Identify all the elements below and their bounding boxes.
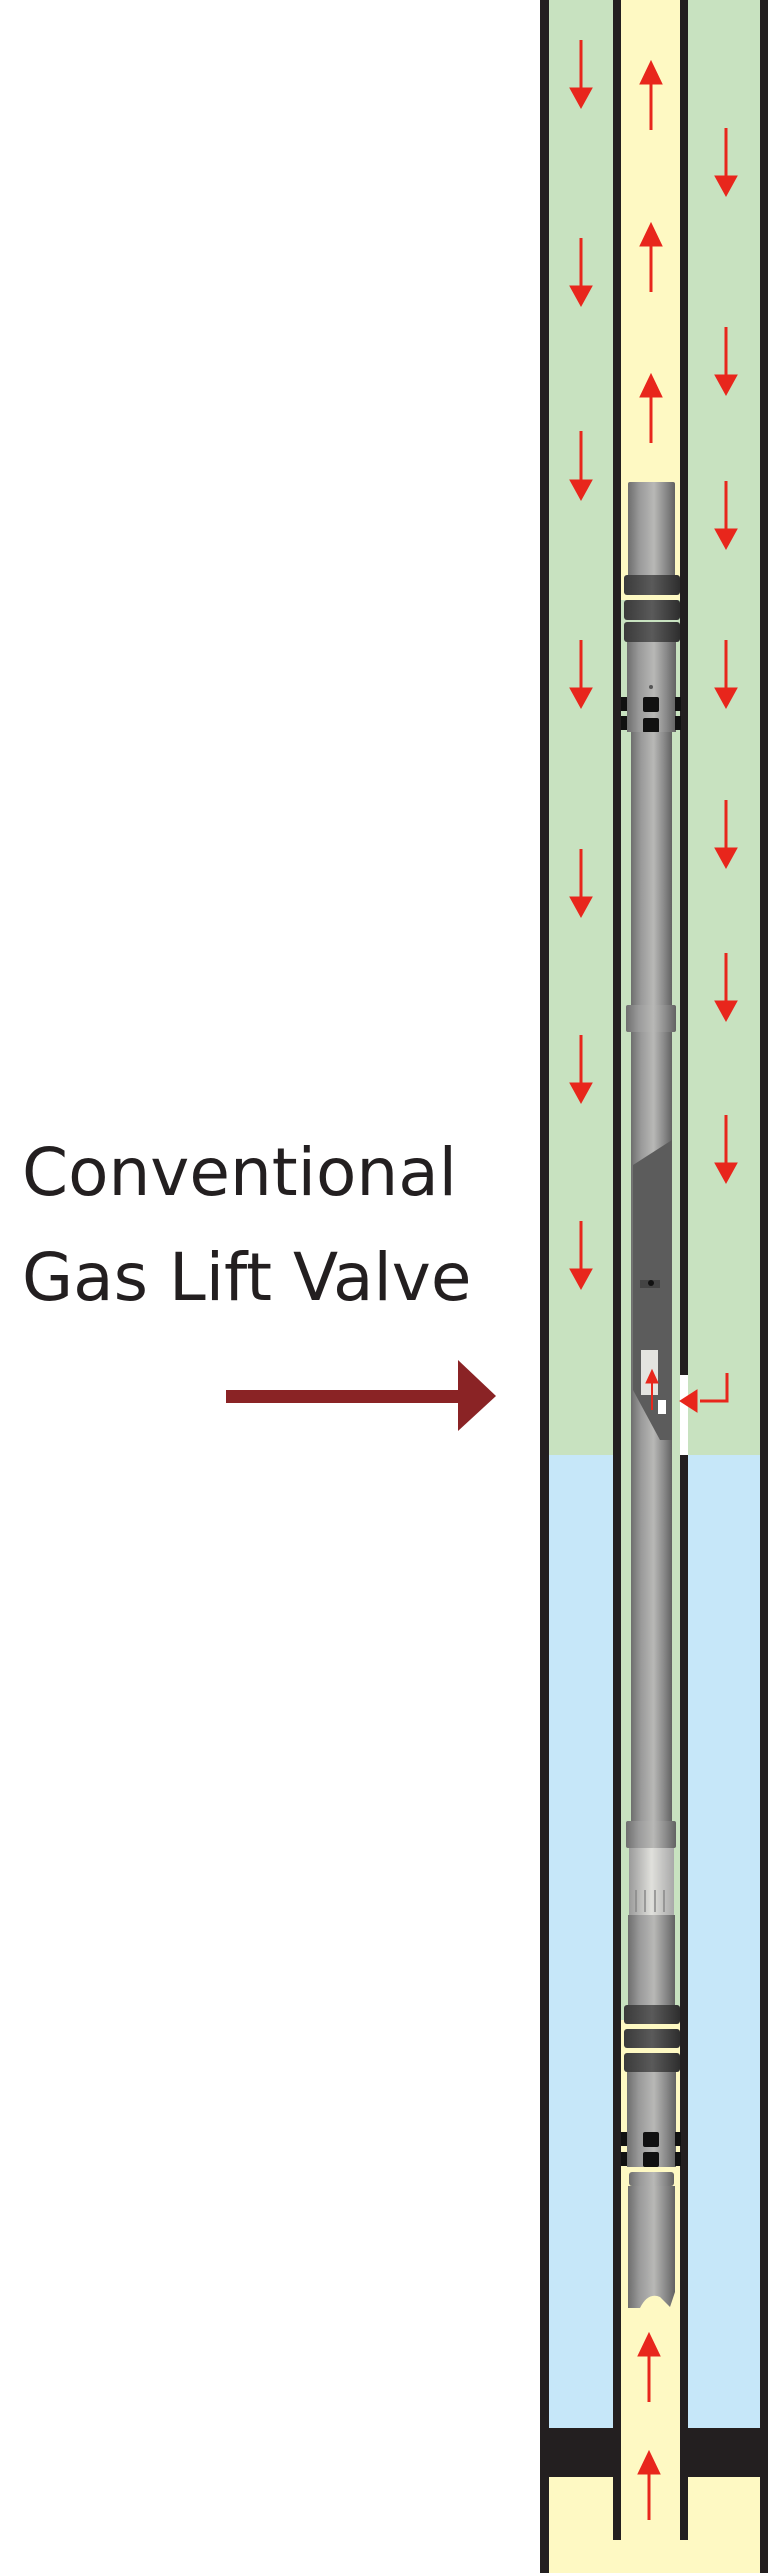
valve-internal-flow-arrow: [645, 1368, 659, 1410]
pointer-arrow: [226, 1360, 496, 1431]
casing-walls: [540, 0, 768, 2573]
label-gas-lift-valve: Gas Lift Valve: [22, 1239, 472, 1316]
annulus-flow-arrows-left: [569, 40, 593, 1291]
gas-lift-tool-string: [621, 482, 681, 2308]
packer: [549, 2428, 760, 2477]
annulus-flow-arrows-right: [714, 128, 738, 1185]
gas-injection-arrow: [679, 1373, 729, 1413]
reservoir-zone: [549, 2477, 760, 2573]
tubing-flow-arrows: [637, 59, 663, 2520]
annulus-liquid-zone: [549, 1455, 760, 2428]
tubing-walls: [613, 0, 688, 2540]
label-conventional: Conventional: [22, 1134, 457, 1211]
annulus-gas-zone: [549, 0, 760, 1455]
